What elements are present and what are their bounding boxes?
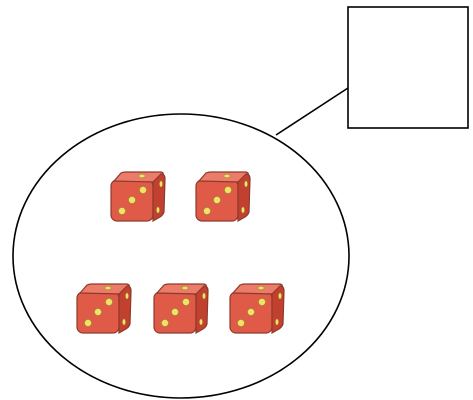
die-pip <box>159 180 163 188</box>
die-pip <box>104 285 112 291</box>
set-ellipse <box>12 113 350 399</box>
die-pip <box>182 298 190 306</box>
die-side-face <box>152 173 166 223</box>
die-pip <box>138 173 146 179</box>
die-pip <box>122 318 126 326</box>
die-pip <box>275 318 279 326</box>
die <box>76 283 132 335</box>
die-pip <box>278 292 282 300</box>
answer-box <box>347 6 469 129</box>
die <box>229 283 285 335</box>
die-pip <box>94 308 102 316</box>
die-pip <box>224 186 232 194</box>
die-pip <box>258 298 266 306</box>
die-pip <box>199 318 203 326</box>
die-pip <box>223 173 231 179</box>
die <box>153 283 209 335</box>
die-pip <box>161 319 169 327</box>
die-pip <box>237 319 245 327</box>
die-pip <box>105 298 113 306</box>
die-pip <box>202 292 206 300</box>
die-pip <box>181 285 189 291</box>
die-pip <box>118 207 126 215</box>
die-side-face <box>237 173 251 223</box>
die-side-face <box>118 285 132 335</box>
die <box>195 171 251 223</box>
die-pip <box>203 207 211 215</box>
die-pip <box>139 186 147 194</box>
die-side-face <box>195 285 209 335</box>
die-pip <box>241 206 245 214</box>
die-pip <box>171 308 179 316</box>
die <box>110 171 166 223</box>
die-pip <box>213 196 221 204</box>
connector-line <box>275 87 349 136</box>
die-pip <box>247 308 255 316</box>
die-pip <box>84 319 92 327</box>
dice-group <box>76 171 285 335</box>
die-pip <box>257 285 265 291</box>
die-pip <box>156 206 160 214</box>
die-pip <box>244 180 248 188</box>
die-side-face <box>271 285 285 335</box>
die-pip <box>128 196 136 204</box>
die-pip <box>125 292 129 300</box>
